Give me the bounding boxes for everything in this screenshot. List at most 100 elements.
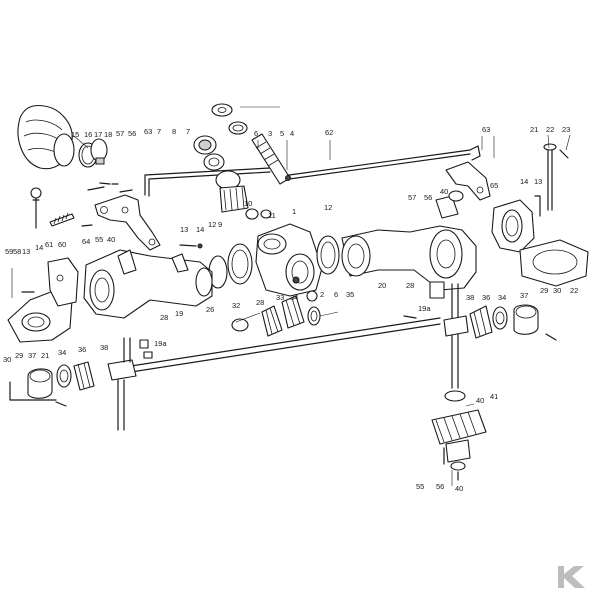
label-33: 35 xyxy=(346,290,354,299)
label-60: 60 xyxy=(58,240,66,249)
label-41: 56 xyxy=(436,482,444,491)
label-10: 10 xyxy=(244,199,252,208)
label-63: 62 xyxy=(325,128,333,137)
label-28b: 30 xyxy=(3,355,11,364)
vertical-shaft xyxy=(443,283,469,389)
left-bearings xyxy=(9,361,95,407)
label-61: 61 xyxy=(45,240,53,249)
right-bearings xyxy=(429,281,557,341)
label-6b: 6 xyxy=(334,290,338,299)
label-56b: 56 xyxy=(424,193,432,202)
left-bolt-group xyxy=(30,187,93,229)
label-26: 26 xyxy=(206,305,214,314)
label-34b: 36 xyxy=(78,345,86,354)
small-keys xyxy=(139,315,417,359)
label-4: 4 xyxy=(290,129,294,138)
label-13: 13 xyxy=(180,225,188,234)
label-8: 8 xyxy=(172,127,176,136)
tie-rod xyxy=(281,145,481,181)
centre-housing xyxy=(255,223,323,297)
label-30: 32 xyxy=(232,301,240,310)
label-24: 22 xyxy=(546,125,554,134)
label-37b: 40 xyxy=(107,235,115,244)
label-14b: 14 xyxy=(520,177,528,186)
label-22: 22 xyxy=(570,286,578,295)
label-34: 36 xyxy=(482,293,490,302)
label-7b: 7 xyxy=(186,127,190,136)
label-20: 20 xyxy=(378,281,386,290)
label-56: 56 xyxy=(128,129,136,138)
label-7: 7 xyxy=(157,127,161,136)
label-35b: 37 xyxy=(28,351,36,360)
label-12b: 12 xyxy=(208,220,216,229)
left-housing xyxy=(83,249,213,319)
label-2: 2 xyxy=(320,290,324,299)
long-drive-shaft xyxy=(107,317,441,431)
label-14: 14 xyxy=(196,225,204,234)
label-57b: 57 xyxy=(408,193,416,202)
label-3: 3 xyxy=(268,129,272,138)
label-28: 30 xyxy=(553,286,561,295)
right-housing xyxy=(341,190,477,291)
gasket-rings xyxy=(208,235,340,289)
label-27: 29 xyxy=(540,286,548,295)
label-18: 18 xyxy=(104,130,112,139)
label-15: 15 xyxy=(71,130,79,139)
label-58: 58 xyxy=(13,247,21,256)
label-32: 34 xyxy=(498,293,506,302)
label-1: 1 xyxy=(292,207,296,216)
label-38: 40 xyxy=(476,396,484,405)
label-64: 63 xyxy=(144,127,152,136)
small-bolts-left xyxy=(179,243,203,249)
left-flange-plate xyxy=(7,257,79,343)
label-25: 23 xyxy=(562,125,570,134)
label-64b: 63 xyxy=(482,125,490,134)
label-31: 33 xyxy=(276,293,284,302)
label-19a-right: 19a xyxy=(418,304,431,313)
label-59: 59 xyxy=(5,247,13,256)
right-flange-plate xyxy=(491,199,589,287)
leader-lines xyxy=(11,106,571,486)
label-29c: 28 xyxy=(160,313,168,322)
label-27b: 29 xyxy=(15,351,23,360)
label-40: 55 xyxy=(416,482,424,491)
brand-logo xyxy=(558,566,585,588)
right-bolts xyxy=(534,143,569,217)
label-11: 11 xyxy=(268,211,276,220)
label-13c: 13 xyxy=(22,247,30,256)
label-36: 38 xyxy=(466,293,474,302)
label-36b: 38 xyxy=(100,343,108,352)
label-12: 12 xyxy=(324,203,332,212)
crown-gear xyxy=(431,390,487,481)
label-9: 9 xyxy=(218,220,222,229)
label-21: 21 xyxy=(41,351,49,360)
label-5: 5 xyxy=(280,129,284,138)
label-23: 21 xyxy=(530,125,538,134)
label-37: 40 xyxy=(440,187,448,196)
label-17: 17 xyxy=(94,130,102,139)
label-6: 6 xyxy=(254,129,258,138)
label-65: 65 xyxy=(490,181,498,190)
label-14c: 14 xyxy=(35,243,43,252)
label-57: 57 xyxy=(116,129,124,138)
label-13b: 13 xyxy=(534,177,542,186)
label-39: 41 xyxy=(490,392,498,401)
upper-shaft-stack xyxy=(211,103,291,185)
hose-clamps xyxy=(78,138,108,168)
label-62: 64 xyxy=(82,237,90,246)
label-19a-left: 19a xyxy=(154,339,167,348)
label-32c: 34 xyxy=(58,348,66,357)
label-38b: 40 xyxy=(455,484,463,493)
label-16: 16 xyxy=(84,130,92,139)
left-bracket xyxy=(87,182,161,251)
label-32b: 34 xyxy=(290,293,298,302)
right-upper-bracket xyxy=(445,161,491,201)
bent-rod xyxy=(144,167,271,197)
label-29: 28 xyxy=(406,281,414,290)
label-29b: 28 xyxy=(256,298,264,307)
label-19: 19 xyxy=(175,309,183,318)
rubber-boot xyxy=(17,104,75,170)
part-labels: 15 16 17 18 57 56 63 7 8 7 6 3 5 4 62 63… xyxy=(3,125,578,493)
